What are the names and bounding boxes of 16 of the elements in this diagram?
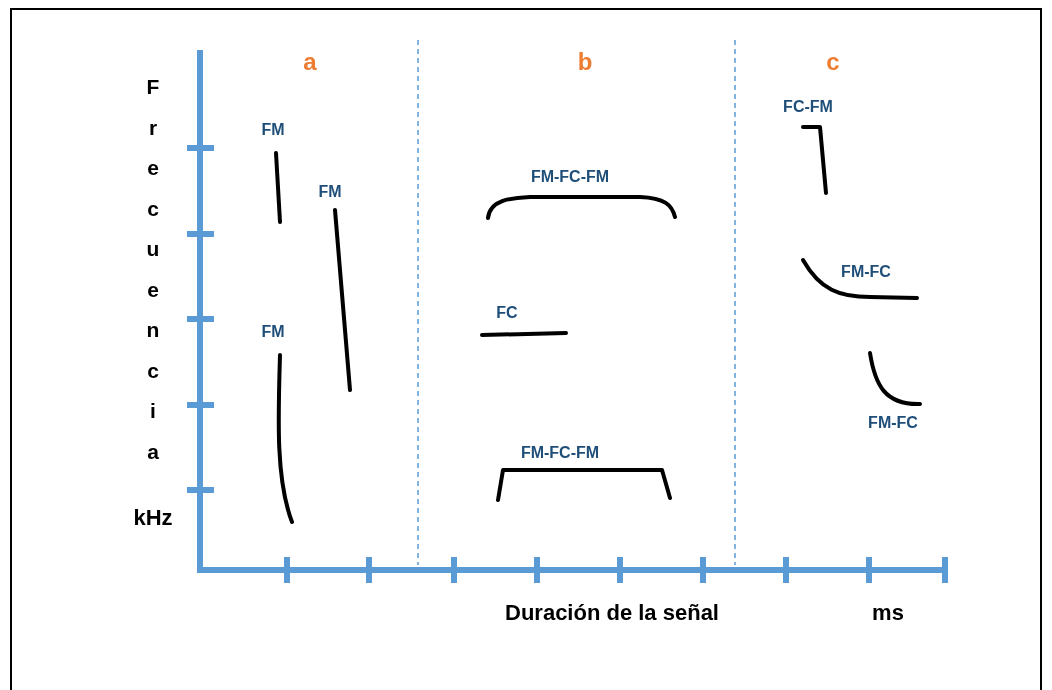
- axis-label: kHz: [133, 503, 173, 532]
- trace-label: FC-FM: [783, 97, 833, 117]
- trace-label: FM: [318, 182, 342, 202]
- trace-label: FM: [261, 120, 285, 140]
- axis-label: Frecuencia: [146, 74, 160, 466]
- trace-label: FM: [261, 322, 285, 342]
- trace-label: FM-FC: [841, 262, 891, 282]
- axis-label: Duración de la señal: [505, 598, 719, 627]
- trace-label: FM-FC-FM: [530, 167, 610, 187]
- trace-label: FM-FC-FM: [520, 443, 600, 463]
- trace-label: FC: [496, 303, 518, 323]
- panel-letter: c: [826, 47, 840, 77]
- trace-label: FM-FC: [868, 413, 918, 433]
- panel-letter: b: [577, 47, 593, 77]
- panel-letter: a: [303, 47, 317, 77]
- axis-label: ms: [872, 598, 904, 627]
